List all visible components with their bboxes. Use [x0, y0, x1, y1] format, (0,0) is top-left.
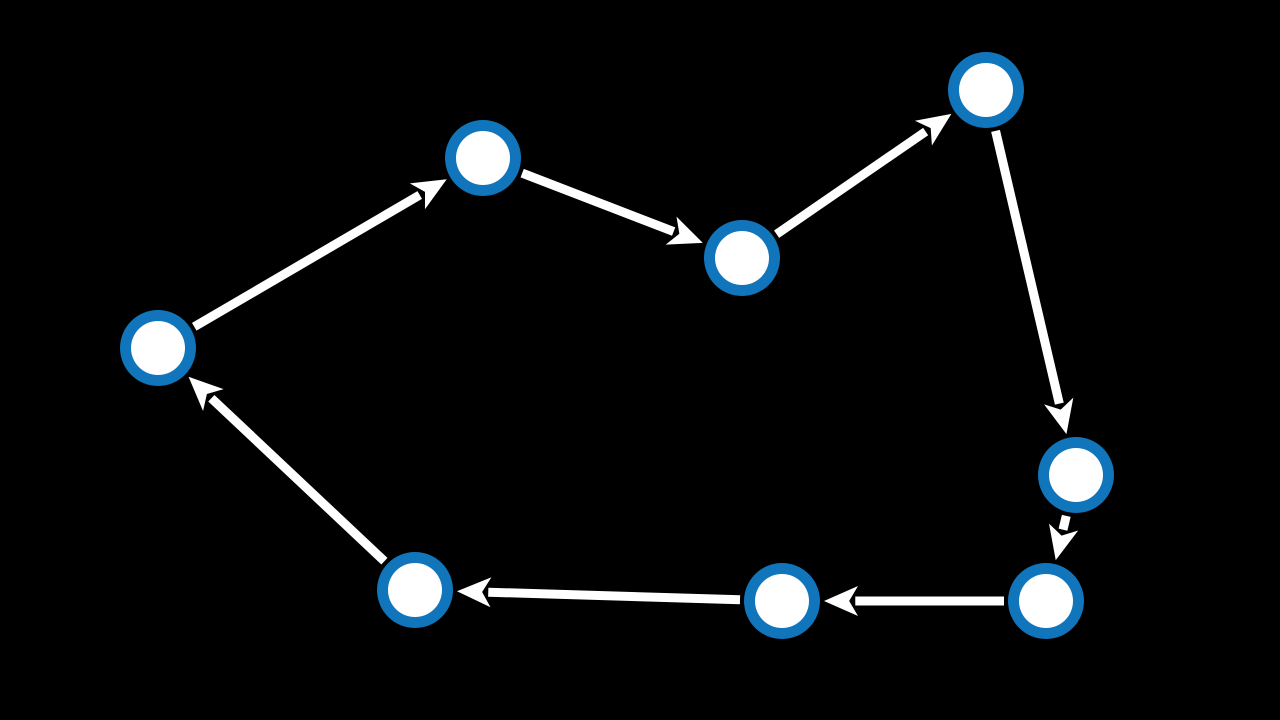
node-core	[755, 574, 809, 628]
graph-node[interactable]	[948, 52, 1024, 128]
graph-node[interactable]	[1038, 437, 1114, 513]
node-core	[131, 321, 185, 375]
edges-layer	[188, 113, 1079, 616]
nodes-layer	[120, 52, 1114, 639]
node-core	[388, 563, 442, 617]
graph-edge[interactable]	[191, 179, 447, 331]
graph-edge[interactable]	[774, 113, 952, 238]
edge-shaft	[520, 168, 676, 236]
graph-edge[interactable]	[1049, 514, 1079, 561]
edge-arrowhead-icon	[456, 577, 492, 608]
graph-edge[interactable]	[991, 129, 1074, 435]
edge-shaft	[208, 394, 388, 565]
graph-edge[interactable]	[520, 168, 703, 245]
edge-shaft	[991, 129, 1064, 405]
edge-arrowhead-icon	[1049, 523, 1079, 561]
node-core	[715, 231, 769, 285]
edge-arrowhead-icon	[824, 586, 858, 616]
edge-shaft	[191, 191, 423, 331]
graph-node[interactable]	[377, 552, 453, 628]
graph-node[interactable]	[445, 120, 521, 196]
graph-edge[interactable]	[188, 376, 388, 565]
graph-node[interactable]	[120, 310, 196, 386]
node-core	[456, 131, 510, 185]
edge-shaft	[774, 127, 929, 238]
edge-arrowhead-icon	[409, 179, 447, 210]
graph-edge[interactable]	[456, 577, 741, 608]
edge-arrowhead-icon	[665, 216, 703, 245]
node-core	[959, 63, 1013, 117]
node-core	[1019, 574, 1073, 628]
graph-node[interactable]	[744, 563, 820, 639]
edge-shaft	[1058, 514, 1071, 531]
graph-edge[interactable]	[824, 586, 1004, 616]
edge-arrowhead-icon	[914, 113, 952, 146]
edge-arrowhead-icon	[1044, 397, 1074, 435]
graph-node[interactable]	[1008, 563, 1084, 639]
graph-node[interactable]	[704, 220, 780, 296]
edge-shaft	[488, 587, 741, 605]
edge-arrowhead-icon	[188, 376, 224, 412]
node-core	[1049, 448, 1103, 502]
